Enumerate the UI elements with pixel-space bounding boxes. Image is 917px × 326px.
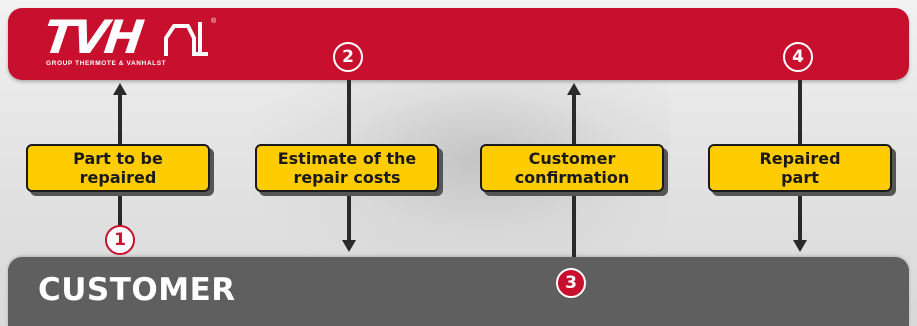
forklift-icon xyxy=(164,22,208,56)
logo-wordmark: TVH xyxy=(40,10,145,64)
box-part-to-be-repaired: Part to be repaired xyxy=(26,144,210,192)
box-label: Estimate of the repair costs xyxy=(277,149,417,187)
arrow-1-head xyxy=(113,83,127,95)
step-4-badge: 4 xyxy=(783,42,813,72)
arrow-3-head xyxy=(567,83,581,95)
arrow-2-head xyxy=(342,240,356,252)
box-customer-confirmation: Customer confirmation xyxy=(480,144,664,192)
box-label: Part to be repaired xyxy=(73,149,163,187)
customer-label: CUSTOMER xyxy=(38,272,236,308)
step-3-badge: 3 xyxy=(556,268,586,298)
step-2-badge: 2 xyxy=(333,42,363,72)
tvh-logo: TVH ® GROUP THERMOTE & VANHALST xyxy=(40,10,234,76)
logo-subtitle: GROUP THERMOTE & VANHALST xyxy=(46,60,167,67)
box-estimate-repair-costs: Estimate of the repair costs xyxy=(255,144,439,192)
box-label: Customer confirmation xyxy=(514,149,630,187)
box-label: Repaired part xyxy=(759,149,841,187)
arrow-4-head xyxy=(793,240,807,252)
step-1-badge: 1 xyxy=(105,225,135,255)
registered-mark: ® xyxy=(211,18,217,25)
box-repaired-part: Repaired part xyxy=(708,144,892,192)
customer-bar xyxy=(8,257,909,326)
tvh-bar xyxy=(8,8,909,80)
